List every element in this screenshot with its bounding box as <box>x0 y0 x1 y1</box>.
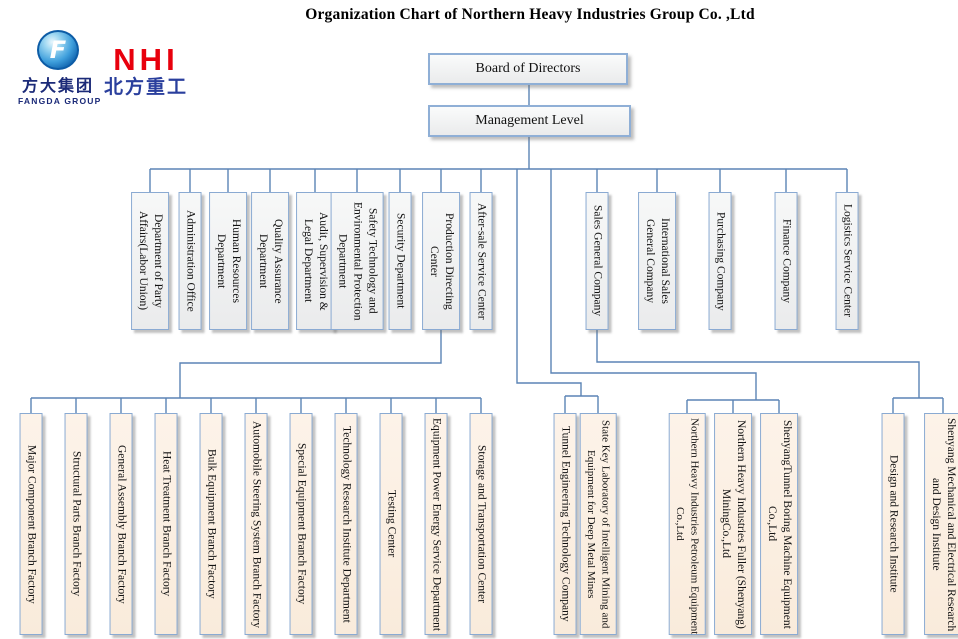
dept-box-security-department: Security Department <box>388 192 412 330</box>
nhi-logo: NHI 北方重工 <box>100 44 192 97</box>
branch-box-shenyang-mechanical-and-electrical-resea: Shenyang Mechanical and Electrical Resea… <box>924 413 958 635</box>
branch-box-technology-research-institute-department: Technology Research Institute Department <box>334 413 358 635</box>
branch-box-structural-parts-branch-factory: Structural Parts Branch Factory <box>64 413 88 635</box>
connector-segment <box>179 330 442 398</box>
dept-box-safety-technology-and: Safety Technology and Environmental Prot… <box>330 192 384 330</box>
dept-box-logistics-service-center: Logistics Service Center <box>835 192 859 330</box>
branch-box-automobile-steering-system-branch-factor: Automobile Steering System Branch Factor… <box>244 413 268 635</box>
fangda-logo: F 方大集团 FANGDA GROUP <box>18 30 102 106</box>
dept-box-after-sale-service-center: After-sale Service Center <box>469 192 493 330</box>
board-of-directors-box: Board of Directors <box>428 53 628 85</box>
fangda-mark: F <box>49 36 67 64</box>
branch-box-state-key-laboratory-of-intelligent-mini: State Key Laboratory of Intelligent Mini… <box>579 413 617 635</box>
branch-box-bulk-equipment-branch-factory: Bulk Equipment Branch Factory <box>199 413 223 635</box>
dept-box-quality-assurance: Quality Assurance Department <box>251 192 289 330</box>
dept-box-human-resources: Human Resources Department <box>209 192 247 330</box>
branch-box-storage-and-transportation-center: Storage and Transportation Center <box>469 413 493 635</box>
branch-box-tunnel-engineering-technology-company: Tunnel Engineering Technology Company <box>553 413 577 635</box>
branch-box-northern-heavy-industries-petroleum-equi: Northern Heavy Industries Petroleum Equi… <box>668 413 706 635</box>
branch-box-design-and-research-institute: Design and Research Institute <box>881 413 905 635</box>
dept-box-purchasing-company: Purchasing Company <box>708 192 732 330</box>
branch-box-testing-center: Testing Center <box>379 413 403 635</box>
page-title: Organization Chart of Northern Heavy Ind… <box>305 6 755 23</box>
dept-box-administration-office: Administration Office <box>178 192 202 330</box>
branch-box-equipment-power-energy-service-departmen: Equipment Power Energy Service Departmen… <box>424 413 448 635</box>
dept-box-finance-company: Finance Company <box>774 192 798 330</box>
dept-box-sales-general-company: Sales General Company <box>585 192 609 330</box>
branch-box-shenyangtunnel-boring-machine-equipment: ShenyangTunnel Boring Machine Equipment … <box>760 413 798 635</box>
fangda-en-name: FANGDA GROUP <box>18 96 102 106</box>
nhi-abbr: NHI <box>113 42 179 77</box>
dept-box-production-directing: Production Directing Center <box>422 192 460 330</box>
dept-box-department-of-party: Department of Party Affairs(Labor Union) <box>131 192 169 330</box>
branch-box-general-assembly-branch-factory: General Assembly Branch Factory <box>109 413 133 635</box>
connector-segment <box>596 330 920 398</box>
nhi-cn-name: 北方重工 <box>103 76 188 98</box>
branch-box-heat-treatment-branch-factory: Heat Treatment Branch Factory <box>154 413 178 635</box>
fangda-globe-icon: F <box>37 30 79 70</box>
branch-box-major-component-branch-factory: Major Component Branch Factory <box>19 413 43 635</box>
dept-box-international-sales: International Sales General Company <box>638 192 676 330</box>
branch-box-special-equipment-branch-factory: Special Equipment Branch Factory <box>289 413 313 635</box>
fangda-cn-name: 方大集团 <box>21 76 94 95</box>
dept-box-audit-supervision: Audit, Supervision & Legal Department <box>296 192 334 330</box>
connector-segment <box>516 169 582 396</box>
management-level-box: Management Level <box>428 105 631 137</box>
branch-box-northern-heavy-industries-fuller-shenyan: Northern Heavy Industries Fuller (Shenya… <box>714 413 752 635</box>
